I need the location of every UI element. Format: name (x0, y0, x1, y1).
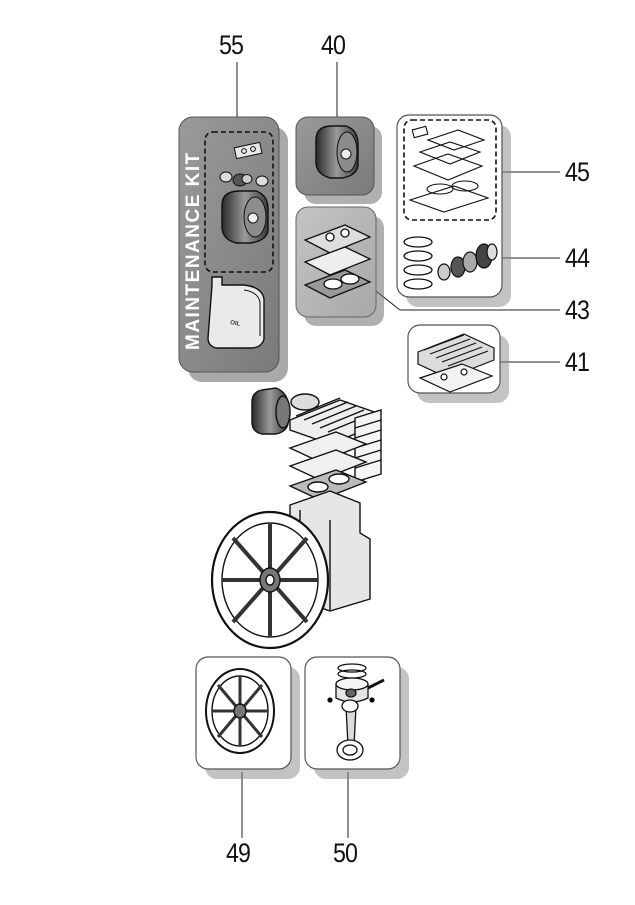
maintenance-kit-label: MAINTENANCE KIT (183, 151, 204, 350)
gasket-set-dashed-group (403, 119, 497, 221)
callout-44: 44 (565, 243, 590, 273)
part-panel-50 (304, 656, 409, 779)
pump-flywheel-icon (210, 510, 330, 650)
oil-label: OIL (230, 320, 241, 328)
callout-55: 55 (219, 30, 244, 60)
callout-49: 49 (226, 838, 251, 868)
kit-gasket-icon (233, 141, 263, 160)
oil-bottle-icon: OIL (207, 276, 265, 349)
part-panel-43 (295, 206, 384, 326)
gasket-set-icon (408, 125, 490, 213)
callout-43: 43 (565, 295, 590, 325)
piston-conrod-icon (327, 663, 385, 761)
pump-air-filter-icon (251, 387, 291, 435)
part-panel-41 (407, 324, 509, 403)
kit-dashed-group (204, 131, 274, 273)
air-filter-icon (315, 125, 359, 179)
part-panel-40 (295, 116, 382, 204)
part-panel-49 (195, 656, 300, 779)
valve-assembly-icon (437, 243, 498, 281)
gasket-stack-icon (303, 224, 372, 299)
cylinder-head-icon (417, 333, 495, 393)
flywheel-icon (205, 668, 275, 754)
maintenance-kit-panel: OIL (178, 116, 288, 382)
piston-rings-icon (403, 236, 433, 290)
part-panel-44-45 (396, 114, 511, 307)
callout-40: 40 (321, 30, 346, 60)
callout-50: 50 (333, 838, 358, 868)
compressor-pump-assembly (210, 387, 382, 650)
kit-air-filter-icon (221, 190, 269, 244)
kit-valves-icon (219, 171, 269, 187)
pump-gasket-stack-icon (288, 431, 368, 501)
callout-41: 41 (565, 347, 590, 377)
callout-45: 45 (565, 157, 590, 187)
